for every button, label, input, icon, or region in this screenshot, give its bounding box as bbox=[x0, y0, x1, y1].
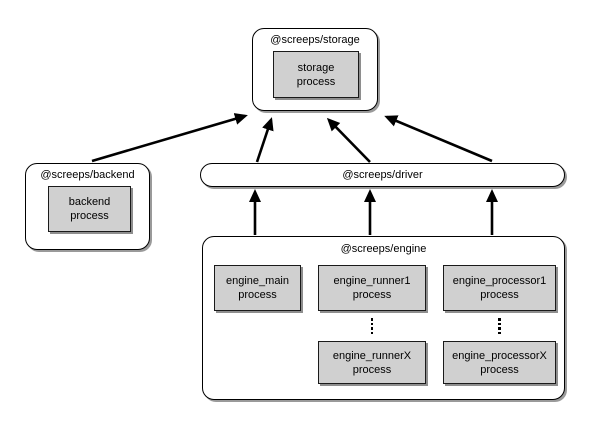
process-name: engine_runnerX bbox=[332, 349, 412, 362]
storage-process-box: storage process bbox=[273, 51, 359, 98]
engine-processorX-process-box: engine_processorX process bbox=[443, 341, 556, 384]
node-backend: @screeps/backend backend process bbox=[25, 163, 150, 250]
node-backend-label: @screeps/backend bbox=[40, 169, 135, 181]
arrow-driver-to-storage-right bbox=[384, 115, 493, 163]
process-word: process bbox=[352, 289, 392, 301]
vertical-ellipsis-icon bbox=[318, 314, 426, 338]
engine-runnerX-process-box: engine_runnerX process bbox=[318, 341, 426, 384]
process-word: process bbox=[480, 363, 519, 376]
process-name: engine_runner1 bbox=[333, 275, 411, 287]
node-engine: @screeps/engine engine_main process engi… bbox=[202, 236, 565, 400]
arrow-driver-to-storage-middle bbox=[326, 117, 371, 163]
arrow-backend-to-storage bbox=[91, 113, 248, 163]
backend-process-box: backend process bbox=[48, 186, 131, 232]
process-word: process bbox=[70, 210, 109, 222]
node-engine-label: @screeps/engine bbox=[340, 243, 427, 255]
arrow-driver-to-storage-left bbox=[255, 117, 274, 163]
process-word: process bbox=[480, 289, 519, 301]
vertical-ellipsis-icon bbox=[443, 314, 556, 338]
process-name: engine_processorX bbox=[452, 349, 547, 362]
engine-processor1-process-box: engine_processor1 process bbox=[443, 265, 556, 311]
process-name: engine_processor1 bbox=[452, 275, 547, 287]
process-name: backend bbox=[68, 196, 111, 208]
process-name: storage bbox=[297, 61, 335, 74]
process-word: process bbox=[238, 289, 277, 301]
process-word: process bbox=[296, 75, 336, 88]
process-name: engine_main bbox=[226, 275, 289, 287]
process-word: process bbox=[352, 363, 392, 376]
engine-runner1-process-box: engine_runner1 process bbox=[318, 265, 426, 311]
node-storage: @screeps/storage storage process bbox=[252, 28, 378, 111]
engine-main-process-box: engine_main process bbox=[214, 265, 301, 311]
node-driver-label: @screeps/driver bbox=[342, 168, 423, 181]
node-storage-label: @screeps/storage bbox=[270, 34, 360, 46]
node-driver: @screeps/driver bbox=[200, 163, 565, 187]
